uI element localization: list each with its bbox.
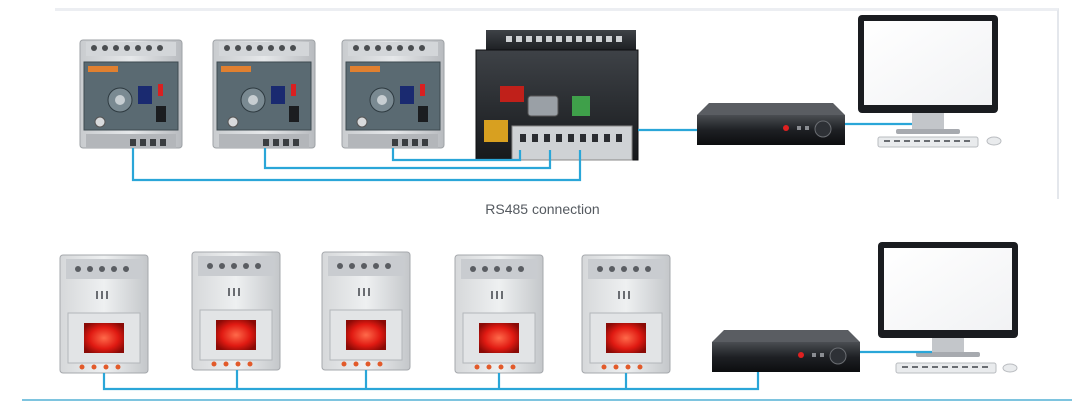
relay-module-3	[341, 39, 445, 149]
meter-module-3	[321, 251, 411, 371]
relay-module-2	[212, 39, 316, 149]
plc-controller	[475, 30, 639, 161]
rs485-bus-bottom	[102, 350, 932, 391]
meter-module-5	[581, 254, 671, 374]
desktop-computer-top	[858, 15, 1002, 148]
bottom-divider-line	[22, 399, 1072, 401]
relay-module-1	[79, 39, 183, 149]
desktop-computer-bottom	[878, 242, 1018, 374]
network-switch-top	[697, 103, 845, 145]
diagram-caption: RS485 connection	[485, 201, 600, 217]
network-switch-bottom	[712, 330, 860, 372]
meter-module-1	[59, 254, 149, 374]
rs485-bus-top	[131, 122, 912, 182]
meter-module-2	[191, 251, 281, 371]
meter-module-4	[454, 254, 544, 374]
